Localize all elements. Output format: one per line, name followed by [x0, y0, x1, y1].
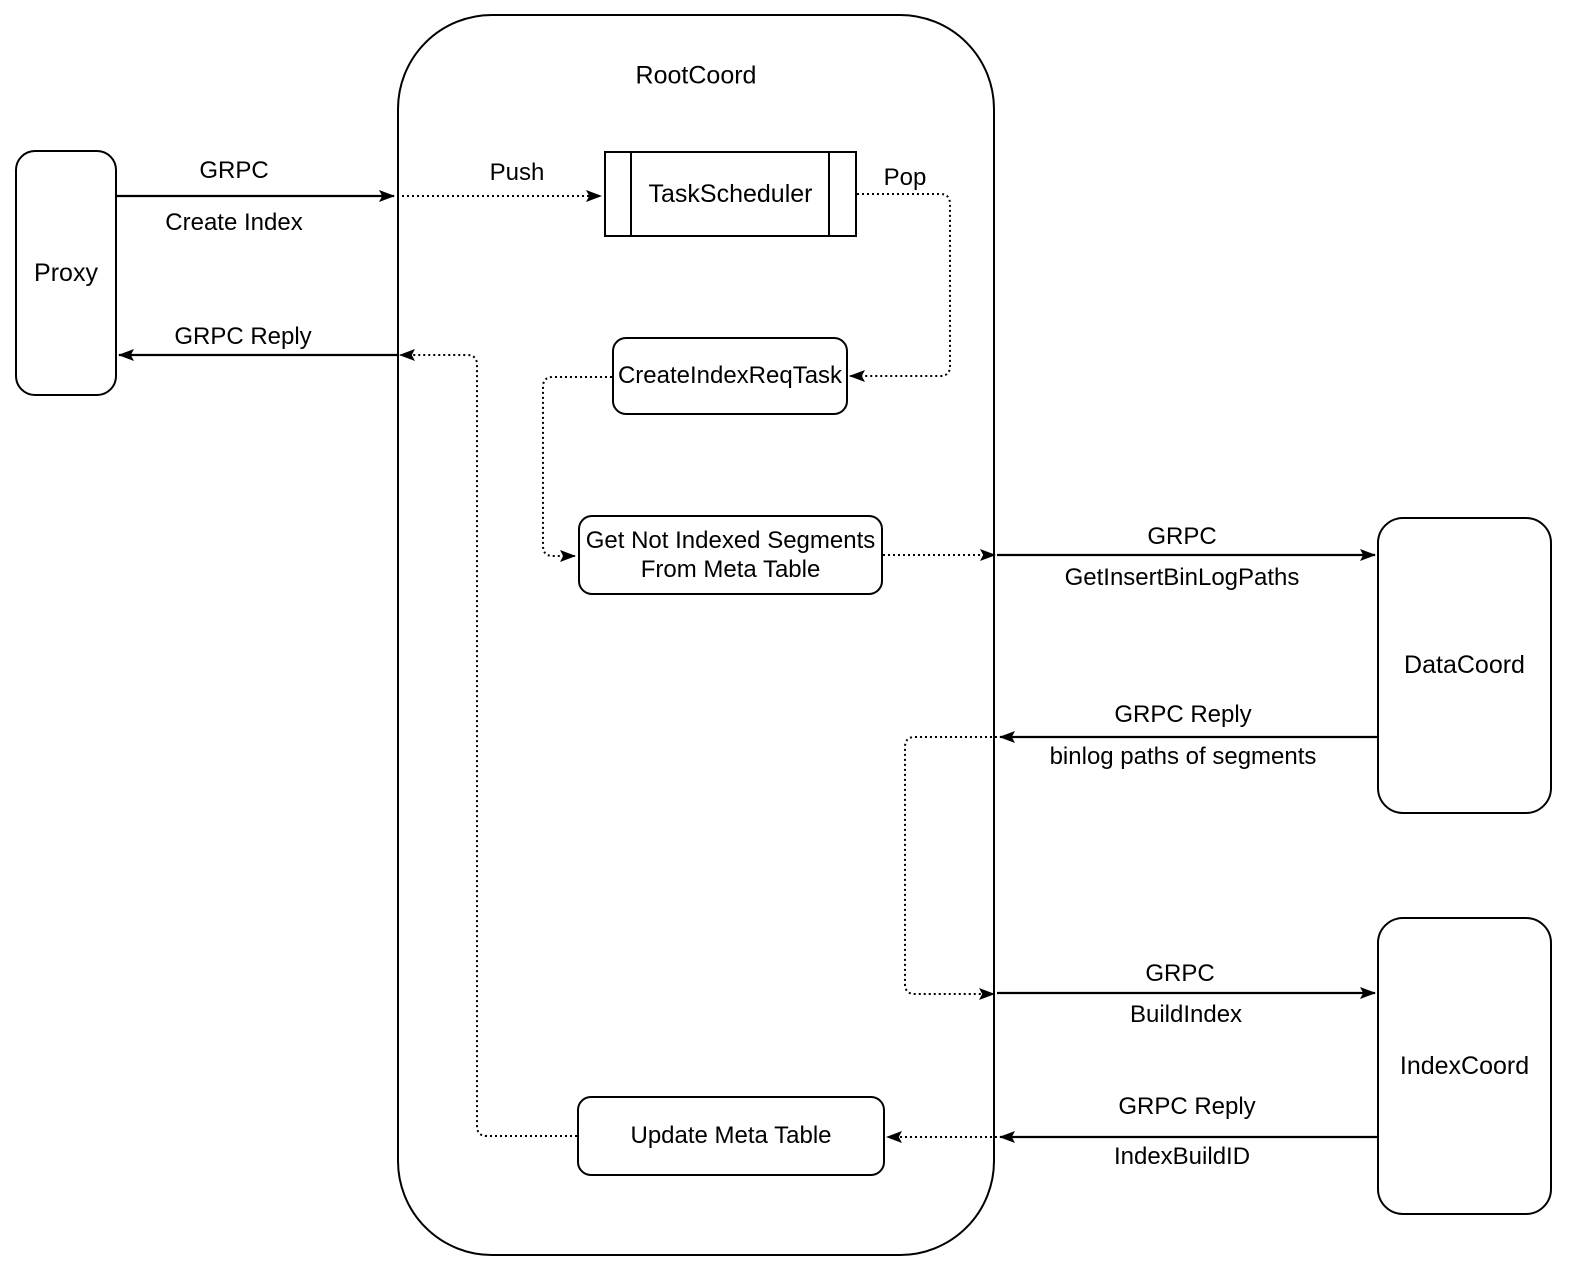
edge-pop: [849, 193, 951, 382]
node-index-coord: IndexCoord: [1377, 917, 1552, 1215]
node-task-scheduler: TaskScheduler: [604, 151, 857, 237]
edge-task-to-get-segments: [542, 376, 612, 562]
label-grpc-getinsert-2: GetInsertBinLogPaths: [1064, 564, 1300, 591]
edge-binlog-to-buildindex: [904, 736, 997, 1000]
label-grpc-getinsert-1: GRPC: [1147, 523, 1217, 550]
node-create-index-req-task: CreateIndexReqTask: [612, 337, 848, 415]
label-grpc-reply-proxy: GRPC Reply: [174, 323, 312, 350]
task-scheduler-left-bar: [630, 153, 632, 235]
node-proxy-label: Proxy: [34, 258, 98, 287]
node-update-meta-table: Update Meta Table: [577, 1096, 885, 1176]
label-grpc-create-index-1: GRPC: [199, 157, 269, 184]
label-push: Push: [489, 159, 545, 186]
node-get-not-indexed-segments: Get Not Indexed Segments From Meta Table: [578, 515, 883, 595]
task-scheduler-right-bar: [828, 153, 830, 235]
node-get-not-indexed-line2: From Meta Table: [640, 556, 821, 583]
node-get-not-indexed-line1: Get Not Indexed Segments: [585, 527, 876, 554]
node-proxy: Proxy: [15, 150, 117, 396]
node-create-index-req-task-label: CreateIndexReqTask: [617, 362, 843, 389]
node-task-scheduler-label: TaskScheduler: [648, 179, 813, 208]
node-data-coord-label: DataCoord: [1404, 651, 1525, 679]
rootcoord-title: RootCoord: [635, 61, 757, 90]
edge-update-meta-to-reply: [399, 349, 577, 1137]
node-update-meta-table-label: Update Meta Table: [630, 1122, 832, 1149]
node-index-coord-label: IndexCoord: [1399, 1051, 1530, 1080]
label-grpc-reply-binlog-2: binlog paths of segments: [1049, 743, 1317, 770]
label-grpc-reply-build-1: GRPC Reply: [1118, 1093, 1256, 1120]
node-data-coord: DataCoord: [1377, 517, 1552, 814]
label-grpc-reply-build-2: IndexBuildID: [1113, 1143, 1251, 1170]
label-grpc-buildindex-1: GRPC: [1145, 960, 1215, 987]
label-grpc-buildindex-2: BuildIndex: [1129, 1001, 1243, 1028]
rootcoord-container: RootCoord: [397, 14, 995, 1256]
label-pop: Pop: [883, 164, 927, 191]
label-grpc-reply-binlog-1: GRPC Reply: [1114, 701, 1252, 728]
label-grpc-create-index-2: Create Index: [165, 209, 303, 236]
